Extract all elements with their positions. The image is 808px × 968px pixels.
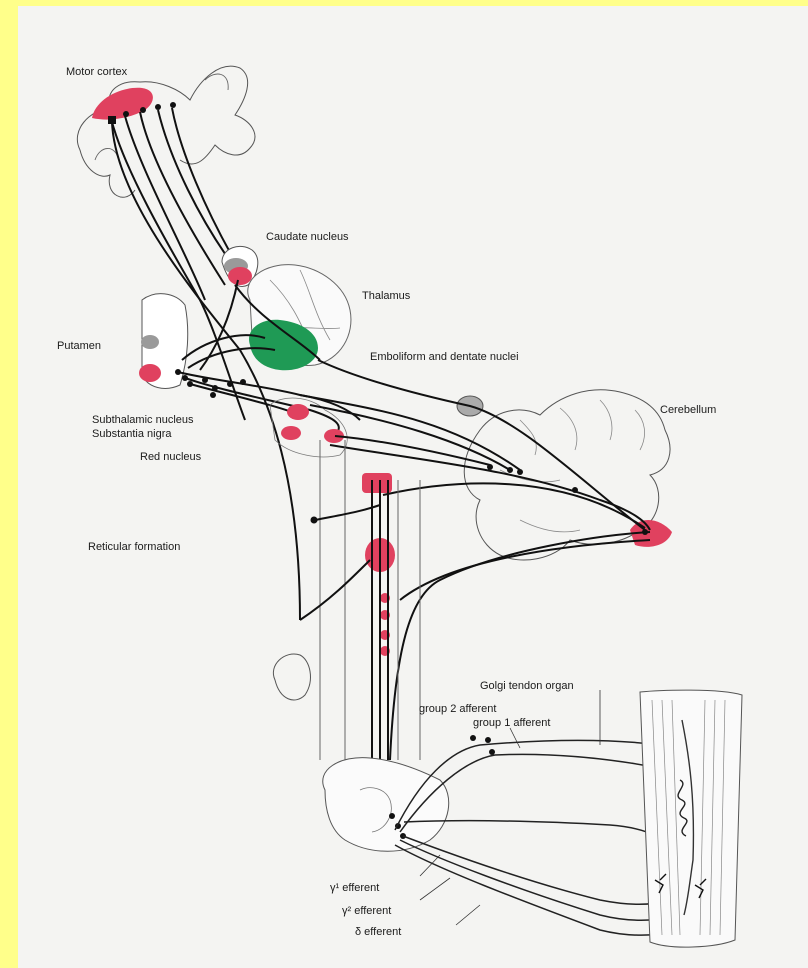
putamen-red-nucleus [139,364,161,382]
label-gamma1-efferent: γ¹ efferent [330,882,379,895]
label-putamen: Putamen [57,340,101,353]
motor-pathways-diagram [18,6,808,968]
label-thalamus: Thalamus [362,290,410,303]
diagram-frame: Motor cortex Caudate nucleus Thalamus Pu… [18,6,808,968]
cord-small-fold [273,654,310,700]
label-emboliform-dentate: Emboliform and dentate nuclei [370,351,519,364]
cerebellar-tracts [300,360,650,760]
label-motor-cortex: Motor cortex [66,66,127,79]
label-subthalamic-nucleus: Subthalamic nucleus [92,414,194,427]
label-group2-afferent: group 2 afferent [419,703,496,716]
label-cerebellum: Cerebellum [660,404,716,417]
reticular-cell [311,517,318,524]
label-golgi-tendon-organ: Golgi tendon organ [480,680,574,693]
subthalamic-nucleus [287,404,309,420]
label-group1-afferent: group 1 afferent [473,717,550,730]
substantia-nigra [281,426,301,440]
muscle-outline [640,690,742,947]
spinal-cross-section [323,758,449,852]
caudate-red-nucleus [228,267,252,285]
label-delta-efferent: δ efferent [355,926,401,939]
label-substantia-nigra: Substantia nigra [92,428,172,441]
putamen-gray-nucleus [141,335,159,349]
label-reticular-formation: Reticular formation [88,541,180,554]
label-red-nucleus: Red nucleus [140,451,201,464]
label-gamma2-efferent: γ² efferent [342,905,391,918]
motor-cortex-nucleus [92,88,153,120]
label-caudate-nucleus: Caudate nucleus [266,231,349,244]
midbrain-outline [270,398,347,457]
